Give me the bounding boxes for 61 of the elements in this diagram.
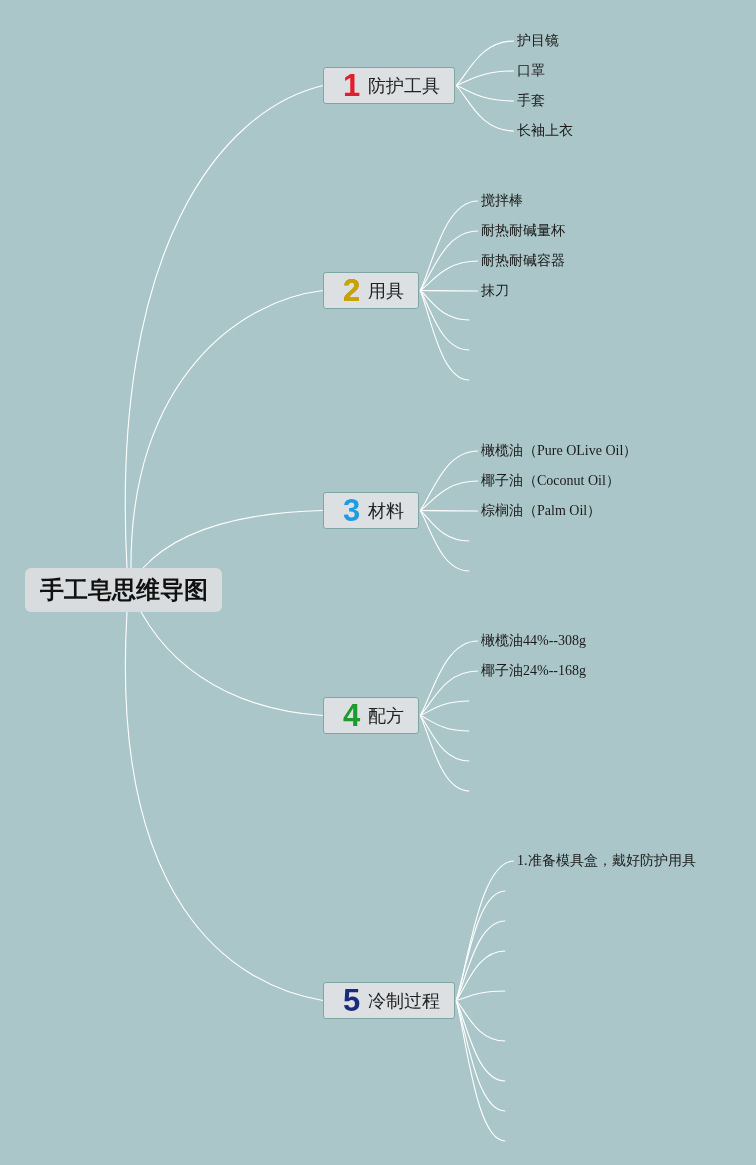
branch-line [130, 289, 324, 569]
branch-line [419, 289, 470, 351]
branch-line [419, 450, 479, 512]
branch-line [142, 509, 324, 569]
branch-line [419, 289, 470, 321]
branch-line [419, 714, 470, 762]
subtopic-label: 棕榈油（Palm Oil） [481, 503, 602, 519]
subtopic-label: 耐热耐碱量杯 [481, 223, 565, 239]
topic-box [323, 982, 456, 1019]
branch-line [455, 999, 506, 1142]
branch-line [124, 84, 324, 569]
topic-number: 4 [343, 700, 361, 731]
branch-line [455, 990, 506, 1002]
topic-box [323, 272, 420, 309]
subtopic-label: 长袖上衣 [517, 123, 573, 139]
branch-line [419, 670, 479, 717]
subtopic-label: 护目镜 [517, 33, 559, 49]
topic-number: 2 [343, 275, 361, 306]
branch-line [455, 950, 506, 1002]
subtopic-label: 1.准备模具盒，戴好防护用具 [517, 853, 696, 869]
branch-line [419, 480, 479, 512]
central-topic-label: 手工皂思维导图 [39, 576, 208, 604]
branch-line [455, 70, 515, 87]
branch-line [419, 230, 479, 292]
branch-line [455, 84, 515, 132]
topic-label: 配方 [368, 704, 405, 727]
subtopic-label: 搅拌棒 [481, 193, 523, 209]
topic-label: 防护工具 [368, 74, 441, 97]
subtopic-label: 耐热耐碱容器 [481, 253, 565, 269]
branch-line [455, 999, 506, 1042]
subtopic-label: 椰子油（Coconut Oil） [481, 473, 620, 489]
branch-line [419, 509, 470, 572]
topic-number: 1 [343, 70, 361, 101]
central-topic-box [25, 568, 222, 612]
topic-box [323, 697, 420, 734]
branch-line [455, 84, 515, 102]
subtopic-label: 橄榄油（Pure OLive Oil） [481, 443, 638, 459]
branch-line [419, 714, 470, 792]
subtopic-label: 椰子油24%--168g [481, 663, 586, 679]
branch-line [124, 611, 324, 1002]
subtopic-label: 口罩 [517, 63, 545, 79]
topic-box [323, 67, 456, 104]
branch-line [419, 509, 470, 542]
subtopic-label: 手套 [517, 93, 545, 109]
topic-label: 材料 [368, 499, 405, 522]
topic-label: 冷制过程 [368, 989, 441, 1012]
topic-box [323, 492, 420, 529]
branch-line [419, 200, 479, 292]
branch-line [419, 289, 470, 381]
topic-label: 用具 [368, 279, 405, 302]
branch-line [419, 700, 470, 717]
subtopic-label: 橄榄油44%--308g [481, 633, 586, 649]
topic-number: 5 [343, 985, 361, 1016]
branch-line [419, 714, 470, 732]
topic-number: 3 [343, 495, 361, 526]
branch-line [455, 40, 515, 87]
branch-line [419, 289, 479, 292]
branch-line [419, 509, 479, 512]
branch-line [419, 260, 479, 292]
subtopic-label: 抹刀 [481, 283, 509, 299]
branch-line [140, 611, 324, 717]
